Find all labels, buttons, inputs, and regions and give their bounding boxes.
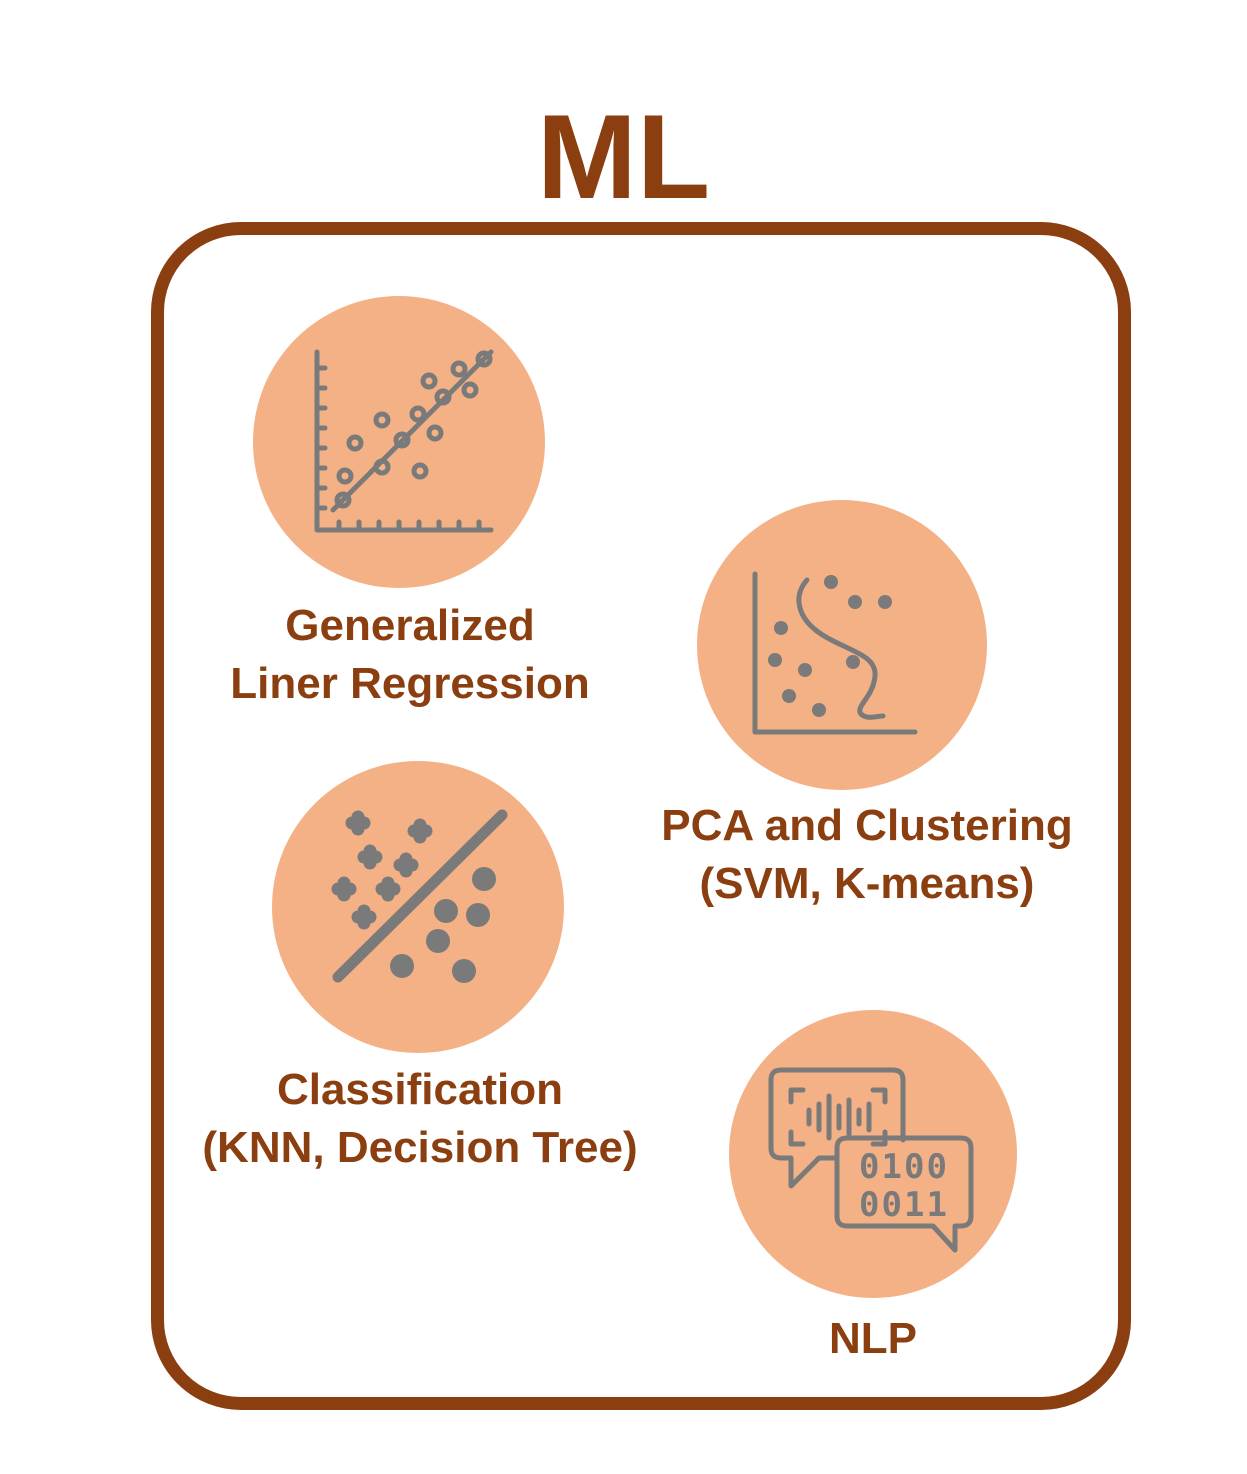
binary-row-1: 0100 bbox=[859, 1147, 949, 1187]
glr-label-line-2: Liner Regression bbox=[230, 659, 590, 708]
cls-circle bbox=[272, 761, 564, 1053]
classification-icon bbox=[331, 809, 508, 983]
cross-marker bbox=[331, 876, 357, 902]
ml-container-frame bbox=[151, 222, 1131, 1410]
cls-label-line-1: Classification bbox=[276, 1065, 564, 1114]
scatter-curve-icon bbox=[752, 571, 918, 735]
cls-label-line-2: (KNN, Decision Tree) bbox=[202, 1123, 638, 1172]
pca-label-line-1: PCA and Clustering bbox=[661, 801, 1073, 850]
cross-marker bbox=[351, 904, 377, 930]
cross-marker bbox=[357, 844, 383, 870]
cross-marker bbox=[345, 810, 371, 836]
nlp-label-line-1: NLP bbox=[829, 1314, 917, 1363]
glr-label: Generalized Liner Regression bbox=[180, 597, 640, 713]
cls-label: Classification (KNN, Decision Tree) bbox=[160, 1061, 680, 1177]
speech-binary-icon: 0100 0011 bbox=[768, 1067, 974, 1253]
pca-circle bbox=[697, 500, 987, 790]
binary-row-2: 0011 bbox=[859, 1185, 949, 1225]
pca-label-line-2: (SVM, K-means) bbox=[699, 859, 1035, 908]
cross-marker bbox=[375, 876, 401, 902]
nlp-label: NLP bbox=[760, 1310, 986, 1368]
glr-label-line-1: Generalized bbox=[285, 601, 535, 650]
nlp-circle: 0100 0011 bbox=[729, 1010, 1017, 1298]
scatter-regression-icon bbox=[314, 349, 494, 533]
diagram-title: ML bbox=[536, 90, 711, 224]
cross-marker bbox=[407, 818, 433, 844]
pca-label: PCA and Clustering (SVM, K-means) bbox=[617, 797, 1117, 913]
cross-marker bbox=[393, 852, 419, 878]
glr-circle bbox=[253, 296, 545, 588]
